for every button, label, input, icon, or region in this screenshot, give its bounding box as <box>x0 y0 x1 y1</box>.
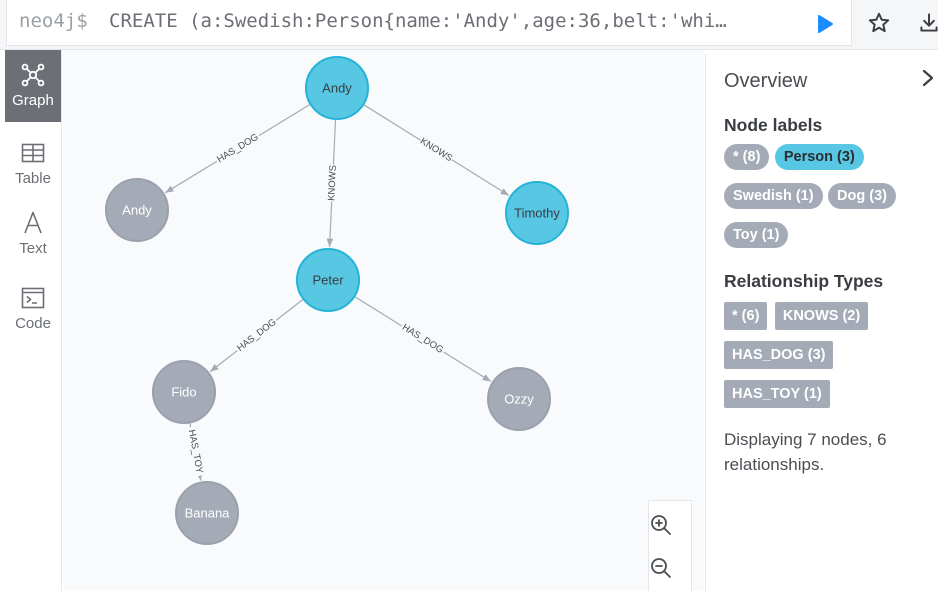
star-icon[interactable] <box>866 10 892 36</box>
node-timothy[interactable]: Timothy <box>505 181 569 245</box>
code-icon <box>21 287 45 309</box>
zoom-controls <box>648 500 692 591</box>
text-view-label: Text <box>19 240 47 257</box>
relationship-label: HAS_TOY <box>186 429 205 475</box>
node-caption: Timothy <box>514 206 560 221</box>
node-label-swedish[interactable]: Swedish (1) <box>724 183 823 209</box>
node-ozzy[interactable]: Ozzy <box>487 367 551 431</box>
overview-summary: Displaying 7 nodes, 6 relationships. <box>724 430 887 474</box>
play-icon[interactable] <box>812 12 836 36</box>
chevron-right-icon[interactable] <box>920 68 936 88</box>
overview-title: Overview <box>724 70 808 92</box>
node-caption: Fido <box>171 385 196 400</box>
node-label-dog[interactable]: Dog (3) <box>828 183 896 209</box>
node-andy[interactable]: Andy <box>305 56 369 120</box>
code-view-button[interactable]: Code <box>5 273 61 345</box>
relationship-has-dog[interactable]: HAS_DOG <box>209 298 304 373</box>
text-view-button[interactable]: Text <box>5 198 61 270</box>
text-icon <box>24 211 42 234</box>
relationship-types-heading: Relationship Types <box>724 271 884 291</box>
query-input[interactable]: CREATE (a:Swedish:Person{name:'Andy',age… <box>109 10 727 32</box>
table-icon <box>21 143 45 163</box>
node-andy-dog[interactable]: Andy <box>105 178 169 242</box>
code-view-label: Code <box>15 315 51 332</box>
query-editor-bar: neo4j$ CREATE (a:Swedish:Person{name:'An… <box>0 0 938 50</box>
relationship-label: HAS_DOG <box>215 132 260 166</box>
node-labels-list: * (8) Person (3) Swedish (1) Dog (3) Toy… <box>724 144 924 261</box>
relationship-label: HAS_DOG <box>235 317 278 354</box>
graph-view-label: Graph <box>12 92 54 109</box>
rel-type-knows[interactable]: KNOWS (2) <box>774 302 869 330</box>
relationship-knows[interactable]: KNOWS <box>362 103 510 197</box>
node-caption: Peter <box>312 273 344 288</box>
relationship-types-list: * (6) KNOWS (2) HAS_DOG (3) HAS_TOY (1) <box>724 302 924 419</box>
graph-icon <box>21 63 45 87</box>
zoom-out-icon[interactable] <box>649 556 673 580</box>
node-label-person[interactable]: Person (3) <box>774 144 864 170</box>
table-view-button[interactable]: Table <box>5 128 61 200</box>
editor-prompt: neo4j$ <box>19 10 88 32</box>
node-caption: Andy <box>322 81 352 96</box>
table-view-label: Table <box>15 170 51 187</box>
relationship-has-toy[interactable]: HAS_TOY <box>184 422 206 481</box>
node-caption: Ozzy <box>504 392 534 407</box>
query-editor[interactable]: neo4j$ CREATE (a:Swedish:Person{name:'An… <box>6 0 852 46</box>
node-caption: Banana <box>185 506 231 521</box>
relationship-label: KNOWS <box>418 136 454 164</box>
graph-view-button[interactable]: Graph <box>5 50 61 122</box>
rel-type-has-dog[interactable]: HAS_DOG (3) <box>724 341 834 369</box>
node-label-toy[interactable]: Toy (1) <box>724 222 789 248</box>
graph-visualization[interactable]: HAS_DOG KNOWS KNOWS HAS_DOG HAS_DOG HAS_TOY An… <box>63 50 704 591</box>
overview-panel: Overview Node labels * (8) Person (3) Sw… <box>705 54 938 591</box>
node-peter[interactable]: Peter <box>296 248 360 312</box>
relationship-label: KNOWS <box>326 165 339 201</box>
rel-type-has-toy[interactable]: HAS_TOY (1) <box>724 380 830 408</box>
relationship-knows[interactable]: KNOWS <box>325 118 340 248</box>
node-fido[interactable]: Fido <box>152 360 216 424</box>
rel-type-all[interactable]: * (6) <box>724 302 768 330</box>
view-mode-sidebar: Graph Table Text Code <box>0 50 62 591</box>
graph-canvas[interactable]: HAS_DOG KNOWS KNOWS HAS_DOG HAS_DOG HAS_TOY An… <box>63 50 704 591</box>
download-icon[interactable] <box>916 10 938 36</box>
node-caption: Andy <box>122 203 152 218</box>
zoom-in-icon[interactable] <box>649 513 673 537</box>
relationship-label: HAS_DOG <box>400 322 445 356</box>
node-labels-heading: Node labels <box>724 115 823 135</box>
node-label-all[interactable]: * (8) <box>724 144 770 170</box>
node-banana[interactable]: Banana <box>175 481 239 545</box>
relationship-has-dog[interactable]: HAS_DOG <box>164 103 311 194</box>
relationship-has-dog[interactable]: HAS_DOG <box>353 295 492 383</box>
